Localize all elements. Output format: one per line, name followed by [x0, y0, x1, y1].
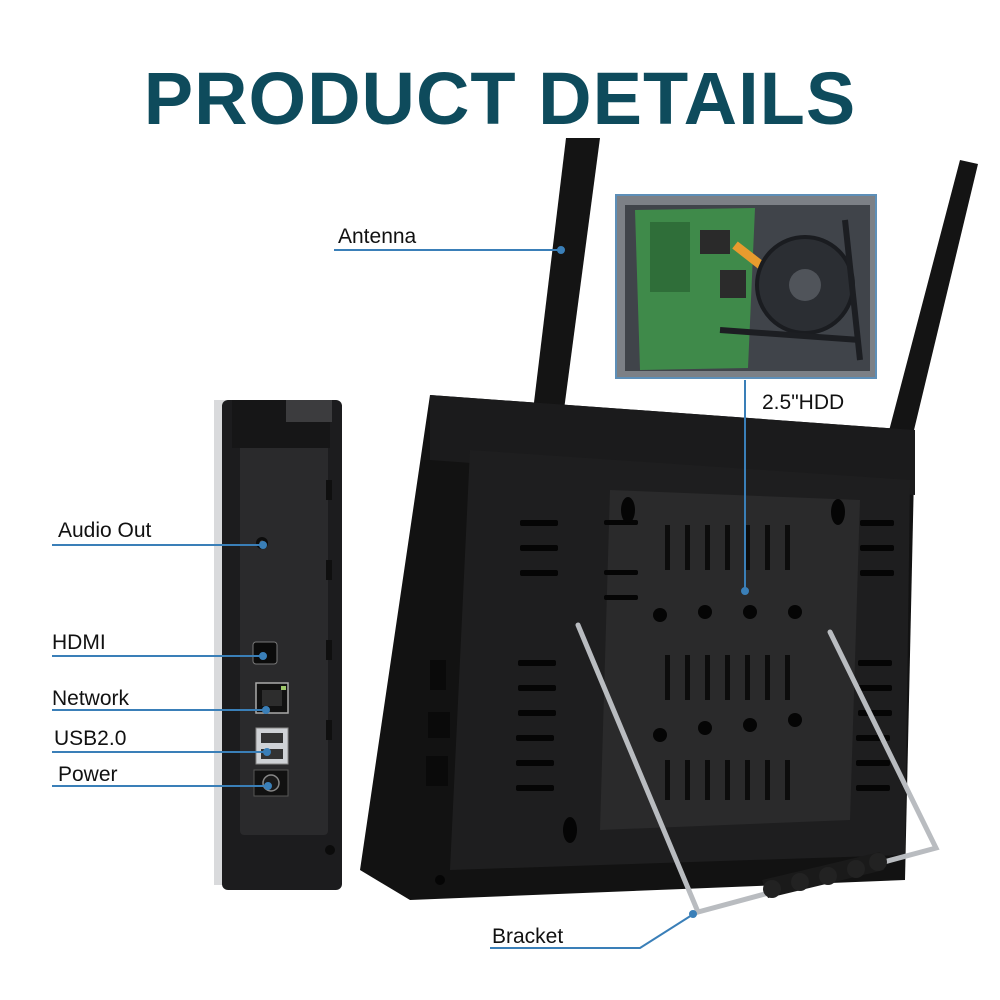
- callout-lines: [52, 246, 749, 949]
- label-power: Power: [58, 763, 118, 786]
- usb-ports: [255, 727, 289, 765]
- label-network: Network: [52, 687, 130, 710]
- label-usb: USB2.0: [54, 727, 127, 750]
- label-hdmi: HDMI: [52, 631, 106, 654]
- network-port: [255, 682, 289, 714]
- power-port: [253, 769, 289, 797]
- side-panel-view: [214, 400, 342, 890]
- label-audio-out: Audio Out: [58, 519, 152, 542]
- hdd-inset: [615, 194, 877, 379]
- bracket-grip: [762, 852, 887, 898]
- label-hdd: 2.5"HDD: [762, 391, 845, 414]
- page-title: PRODUCT DETAILS: [143, 57, 857, 140]
- main-unit-back: [360, 395, 915, 900]
- label-antenna: Antenna: [338, 225, 417, 248]
- label-bracket: Bracket: [492, 925, 564, 948]
- antenna-right: [880, 160, 978, 462]
